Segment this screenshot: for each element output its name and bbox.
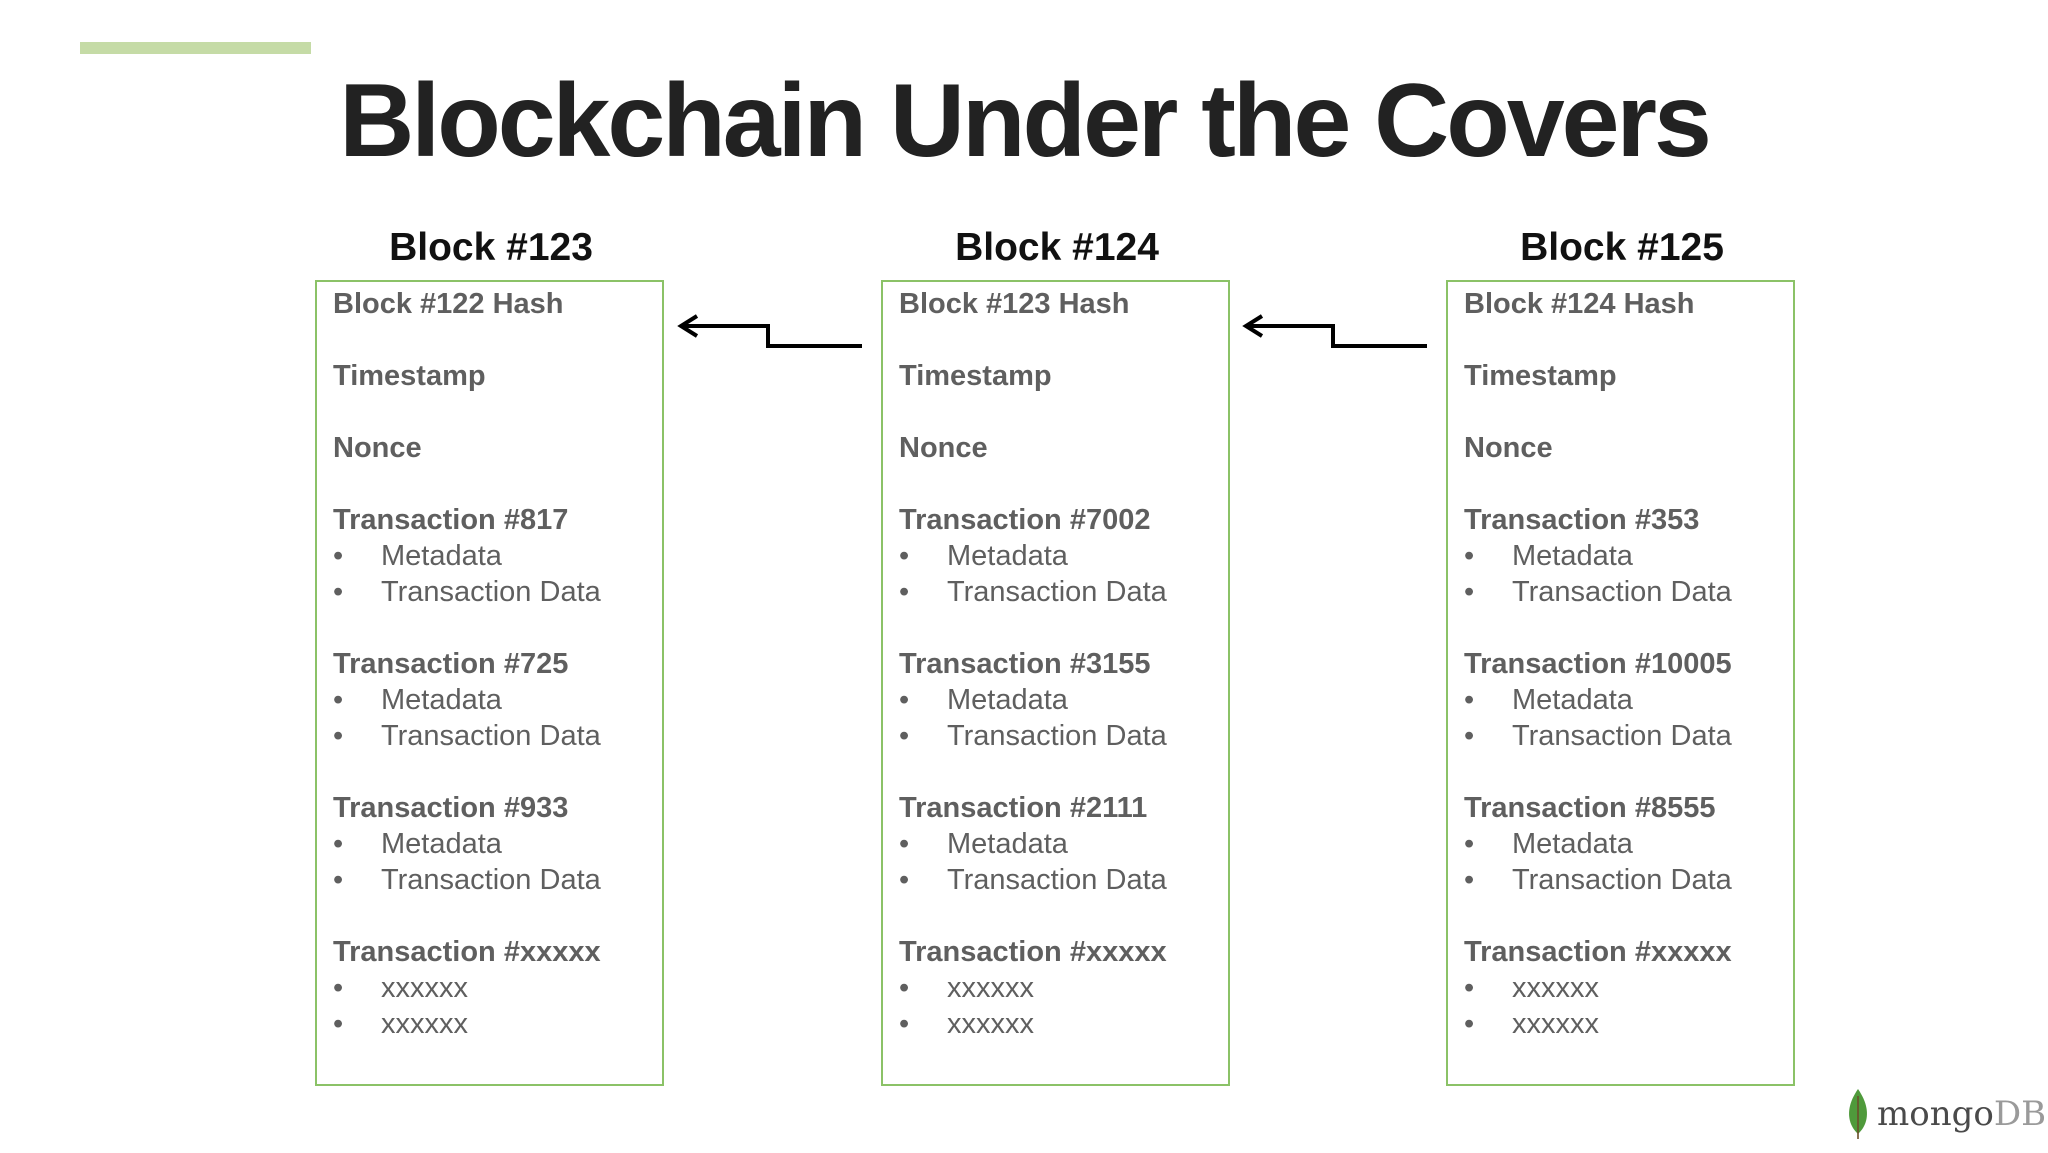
bullet-icon: • xyxy=(899,684,910,716)
transaction-item: •xxxxxx xyxy=(899,972,1034,1004)
mongodb-logo: mongoDB xyxy=(1845,1088,2046,1140)
transaction-item: •Transaction Data xyxy=(333,720,601,752)
bullet-icon: • xyxy=(333,972,344,1004)
transaction-title: Transaction #353 xyxy=(1464,504,1700,536)
block-heading: Block #123 xyxy=(389,226,593,269)
prev-hash-field: Block #124 Hash xyxy=(1464,288,1695,320)
transaction-group: Transaction #7002 •Metadata •Transaction… xyxy=(899,502,1228,610)
transaction-item: •xxxxxx xyxy=(899,1008,1034,1040)
transaction-group: Transaction #725 •Metadata •Transaction … xyxy=(333,646,662,754)
transaction-item: •Metadata xyxy=(333,684,502,716)
block-heading: Block #124 xyxy=(955,226,1159,269)
slide-title: Blockchain Under the Covers xyxy=(339,63,1712,179)
transaction-item: •Metadata xyxy=(1464,828,1633,860)
bullet-icon: • xyxy=(899,576,910,608)
transaction-group: Transaction #353 •Metadata •Transaction … xyxy=(1464,502,1793,610)
transaction-item: •Transaction Data xyxy=(1464,720,1732,752)
bullet-icon: • xyxy=(899,828,910,860)
bullet-icon: • xyxy=(1464,720,1475,752)
transaction-title: Transaction #8555 xyxy=(1464,792,1716,824)
transaction-title: Transaction #817 xyxy=(333,504,569,536)
transaction-title: Transaction #7002 xyxy=(899,504,1151,536)
logo-text: mongoDB xyxy=(1877,1094,2047,1134)
transaction-item: •Metadata xyxy=(1464,540,1633,572)
transaction-item: •xxxxxx xyxy=(333,1008,468,1040)
transaction-item: •Transaction Data xyxy=(1464,864,1732,896)
transaction-title: Transaction #3155 xyxy=(899,648,1151,680)
transaction-group: Transaction #8555 •Metadata •Transaction… xyxy=(1464,790,1793,898)
transaction-group: Transaction #817 •Metadata •Transaction … xyxy=(333,502,662,610)
transaction-item: •Transaction Data xyxy=(333,864,601,896)
timestamp-field: Timestamp xyxy=(899,360,1052,392)
bullet-icon: • xyxy=(333,720,344,752)
transaction-item: •xxxxxx xyxy=(1464,1008,1599,1040)
bullet-icon: • xyxy=(899,1008,910,1040)
transaction-group: Transaction #3155 •Metadata •Transaction… xyxy=(899,646,1228,754)
transaction-group: Transaction #933 •Metadata •Transaction … xyxy=(333,790,662,898)
block-box: Block #122 Hash Timestamp Nonce Transact… xyxy=(315,280,664,1086)
bullet-icon: • xyxy=(1464,972,1475,1004)
bullet-icon: • xyxy=(333,828,344,860)
block-heading: Block #125 xyxy=(1520,226,1724,269)
transaction-item: •Metadata xyxy=(899,684,1068,716)
block-box: Block #123 Hash Timestamp Nonce Transact… xyxy=(881,280,1230,1086)
transaction-item: •Transaction Data xyxy=(899,720,1167,752)
bullet-icon: • xyxy=(333,1008,344,1040)
transaction-group: Transaction #10005 •Metadata •Transactio… xyxy=(1464,646,1793,754)
transaction-group: Transaction #2111 •Metadata •Transaction… xyxy=(899,790,1228,898)
transaction-title: Transaction #xxxxx xyxy=(899,936,1167,968)
bullet-icon: • xyxy=(899,972,910,1004)
transaction-item: •Metadata xyxy=(333,540,502,572)
transaction-item: •xxxxxx xyxy=(1464,972,1599,1004)
transaction-group: Transaction #xxxxx •xxxxxx •xxxxxx xyxy=(333,934,662,1042)
transaction-item: •Transaction Data xyxy=(899,864,1167,896)
bullet-icon: • xyxy=(899,720,910,752)
accent-bar xyxy=(80,42,311,54)
transaction-item: •Transaction Data xyxy=(333,576,601,608)
bullet-icon: • xyxy=(1464,540,1475,572)
timestamp-field: Timestamp xyxy=(333,360,486,392)
transaction-group: Transaction #xxxxx •xxxxxx •xxxxxx xyxy=(1464,934,1793,1042)
transaction-title: Transaction #933 xyxy=(333,792,569,824)
bullet-icon: • xyxy=(333,864,344,896)
nonce-field: Nonce xyxy=(1464,432,1553,464)
transaction-group: Transaction #xxxxx •xxxxxx •xxxxxx xyxy=(899,934,1228,1042)
transaction-item: •Metadata xyxy=(899,540,1068,572)
prev-hash-field: Block #122 Hash xyxy=(333,288,564,320)
transaction-title: Transaction #xxxxx xyxy=(1464,936,1732,968)
bullet-icon: • xyxy=(333,684,344,716)
hash-link-arrow-icon xyxy=(677,314,862,348)
transaction-item: •Transaction Data xyxy=(1464,576,1732,608)
transaction-title: Transaction #725 xyxy=(333,648,569,680)
bullet-icon: • xyxy=(1464,1008,1475,1040)
transaction-item: •Transaction Data xyxy=(899,576,1167,608)
hash-link-arrow-icon xyxy=(1242,314,1427,348)
bullet-icon: • xyxy=(1464,576,1475,608)
prev-hash-field: Block #123 Hash xyxy=(899,288,1130,320)
bullet-icon: • xyxy=(899,540,910,572)
transaction-title: Transaction #10005 xyxy=(1464,648,1732,680)
transaction-title: Transaction #2111 xyxy=(899,792,1148,824)
bullet-icon: • xyxy=(899,864,910,896)
bullet-icon: • xyxy=(333,576,344,608)
timestamp-field: Timestamp xyxy=(1464,360,1617,392)
leaf-icon xyxy=(1849,1089,1867,1139)
nonce-field: Nonce xyxy=(899,432,988,464)
bullet-icon: • xyxy=(1464,828,1475,860)
bullet-icon: • xyxy=(1464,864,1475,896)
transaction-item: •Metadata xyxy=(333,828,502,860)
nonce-field: Nonce xyxy=(333,432,422,464)
block-box: Block #124 Hash Timestamp Nonce Transact… xyxy=(1446,280,1795,1086)
transaction-item: •xxxxxx xyxy=(333,972,468,1004)
bullet-icon: • xyxy=(333,540,344,572)
transaction-title: Transaction #xxxxx xyxy=(333,936,601,968)
transaction-item: •Metadata xyxy=(1464,684,1633,716)
bullet-icon: • xyxy=(1464,684,1475,716)
transaction-item: •Metadata xyxy=(899,828,1068,860)
